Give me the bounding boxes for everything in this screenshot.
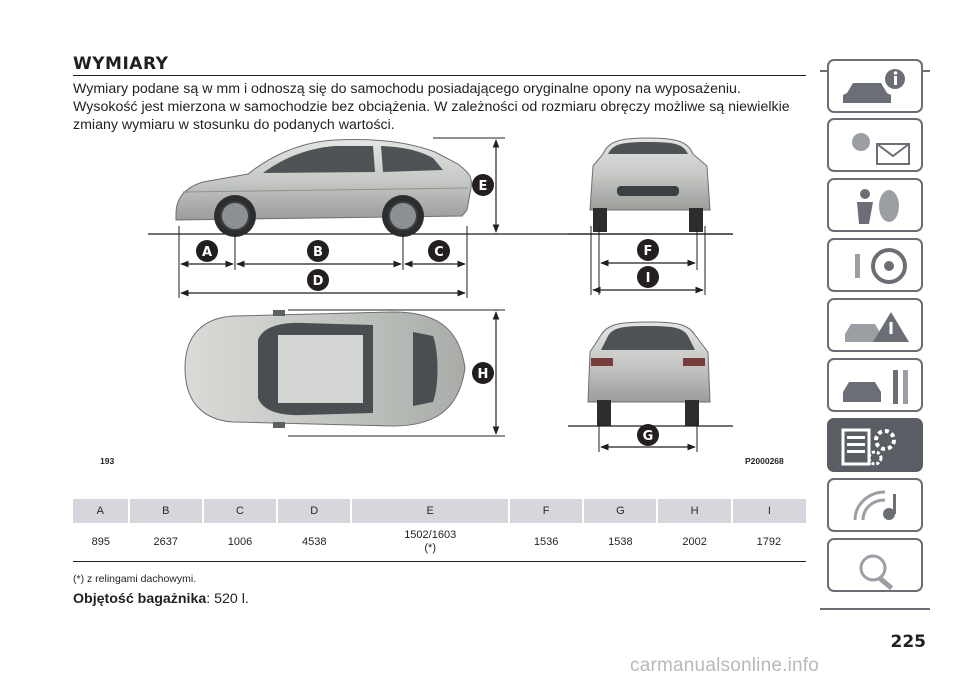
multimedia-icon xyxy=(853,490,896,521)
table-header-cell: I xyxy=(731,499,806,523)
table-cell-note: (*) xyxy=(424,542,436,554)
intro-paragraph: Wymiary podane są w mm i odnoszą się do … xyxy=(73,81,790,133)
svg-text:D: D xyxy=(313,274,324,289)
top-view-car xyxy=(184,310,466,428)
side-view-car xyxy=(148,139,733,237)
front-view-car xyxy=(589,137,711,232)
technical-data-icon xyxy=(841,428,896,466)
maintenance-tools-icon xyxy=(843,370,908,404)
figure-number: 193 xyxy=(100,456,115,466)
steering-wheel-key-icon xyxy=(855,248,907,284)
svg-text:F: F xyxy=(644,244,653,259)
label-i: I xyxy=(637,266,659,288)
figure-code: P2000268 xyxy=(745,456,784,466)
svg-text:I: I xyxy=(646,271,651,286)
table-header-cell: H xyxy=(657,499,733,523)
trunk-capacity-value: : 520 l. xyxy=(206,591,249,607)
table-cell: 1792 xyxy=(731,523,806,562)
safety-airbag-icon xyxy=(857,189,899,224)
label-c: C xyxy=(428,240,450,262)
chapter-tab-dashboard[interactable] xyxy=(827,118,923,172)
section-title: WYMIARY xyxy=(73,54,169,74)
tab-divider xyxy=(820,608,930,610)
table-cell: 2637 xyxy=(128,523,203,562)
table-header-cell: A xyxy=(73,499,130,523)
dashboard-lights-icon xyxy=(852,133,910,165)
chapter-tab-maintenance[interactable] xyxy=(827,358,923,412)
index-abc-icon xyxy=(859,554,894,591)
car-dimension-drawing: A B C D E F I H G xyxy=(148,137,733,452)
table-header-cell: B xyxy=(128,499,204,523)
chapter-tab-multimedia[interactable] xyxy=(827,478,923,532)
table-cell: 1538 xyxy=(583,523,658,562)
table-header-cell: D xyxy=(277,499,353,523)
label-f: F xyxy=(637,239,659,261)
chapter-tab-technical-data[interactable] xyxy=(827,418,923,472)
svg-text:A: A xyxy=(202,245,212,260)
svg-text:B: B xyxy=(313,245,323,260)
table-header-row: A B C D E F G H I xyxy=(73,499,806,523)
watermark: carmanualsonline.info xyxy=(630,655,820,676)
table-header-cell: C xyxy=(202,499,279,523)
table-cell: 4538 xyxy=(277,523,352,562)
label-e: E xyxy=(472,174,494,196)
label-g: G xyxy=(637,424,659,446)
svg-text:E: E xyxy=(479,179,488,194)
page-number: 225 xyxy=(890,632,927,652)
dimensions-figure: A B C D E F I H G 193 P2000268 xyxy=(73,130,808,470)
footnote: (*) z relingami dachowymi. xyxy=(73,573,197,585)
title-rule xyxy=(73,75,806,76)
svg-text:G: G xyxy=(643,429,654,444)
svg-text:H: H xyxy=(478,367,489,382)
rear-view-car xyxy=(587,321,711,426)
table-header-cell: F xyxy=(509,499,585,523)
label-d: D xyxy=(307,269,329,291)
emergency-warning-icon xyxy=(845,312,909,342)
chapter-tab-safety[interactable] xyxy=(827,178,923,232)
table-cell: 1502/1603 (*) xyxy=(351,523,510,562)
label-h: H xyxy=(472,362,494,384)
label-b: B xyxy=(307,240,329,262)
chapter-tab-emergency[interactable] xyxy=(827,298,923,352)
table-cell-value: 1502/1603 xyxy=(404,529,457,541)
chapter-tab-car-info[interactable] xyxy=(827,59,923,113)
trunk-capacity: Objętość bagażnika: 520 l. xyxy=(73,591,249,607)
table-cell: 1536 xyxy=(509,523,584,562)
table-cell: 2002 xyxy=(657,523,732,562)
trunk-capacity-label: Objętość bagażnika xyxy=(73,591,207,607)
table-header-cell: E xyxy=(351,499,511,523)
table-cell: 1006 xyxy=(202,523,278,562)
table-cell: 895 xyxy=(73,523,129,562)
label-a: A xyxy=(196,240,218,262)
table-header-cell: G xyxy=(583,499,659,523)
chapter-tab-starting[interactable] xyxy=(827,238,923,292)
table-row: 895 2637 1006 4538 1502/1603 (*) 1536 15… xyxy=(73,523,806,562)
chapter-tab-index[interactable] xyxy=(827,538,923,592)
car-info-icon xyxy=(843,69,905,103)
dimensions-table: A B C D E F G H I 895 2637 1006 4538 150… xyxy=(73,499,806,562)
svg-text:C: C xyxy=(434,245,444,260)
